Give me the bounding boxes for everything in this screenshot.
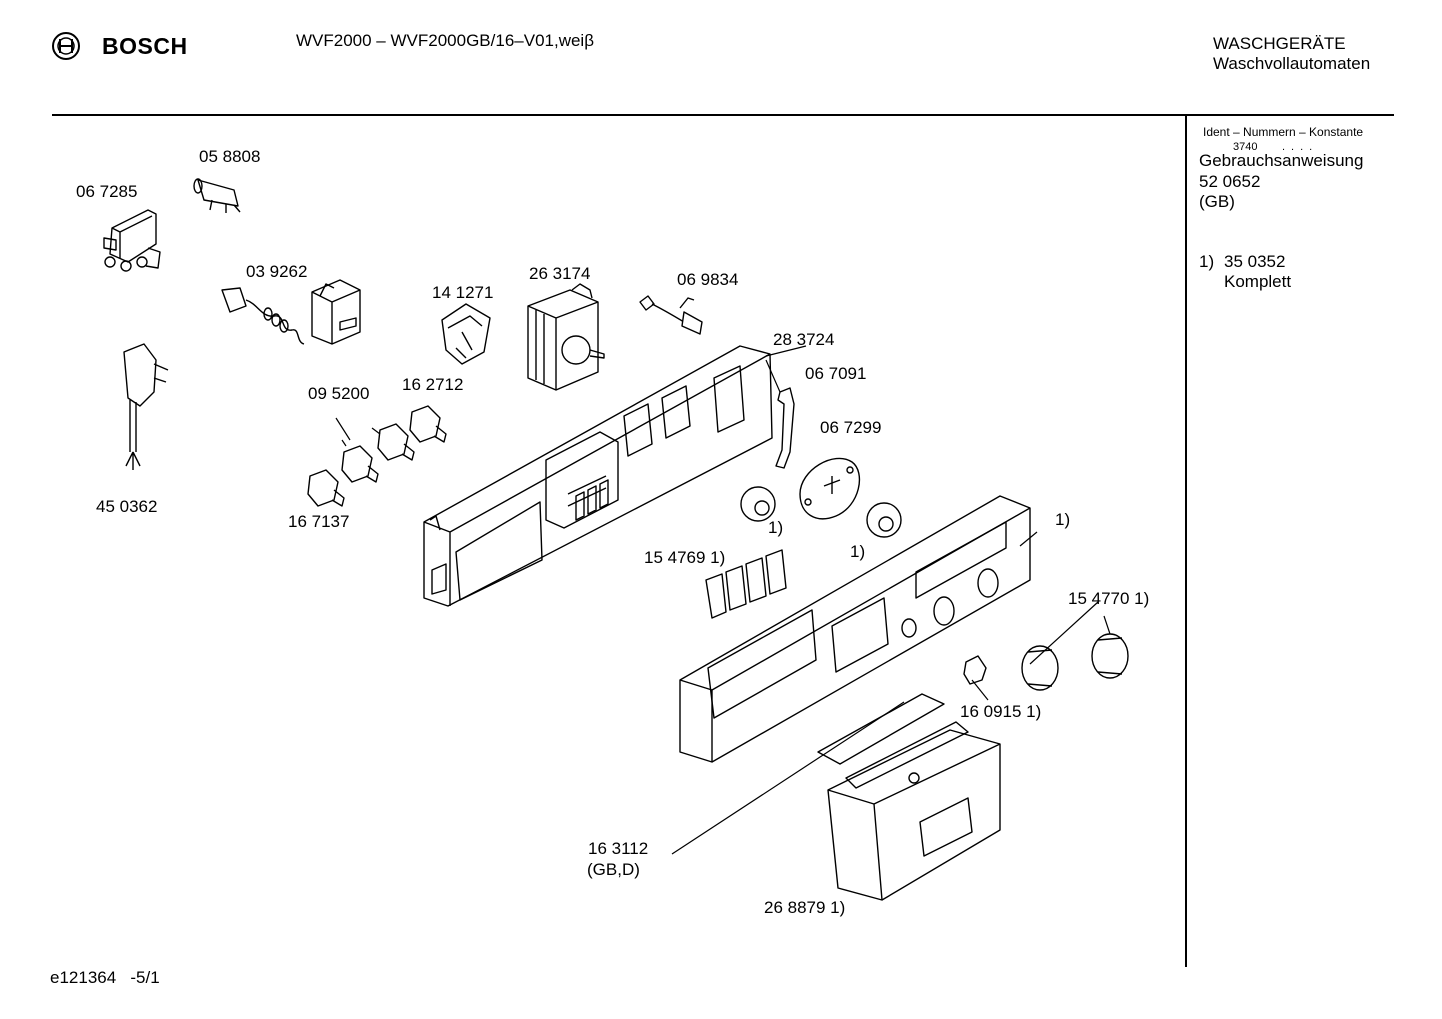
category-title: WASCHGERÄTE <box>1213 34 1346 53</box>
part-label: 14 1271 <box>432 283 494 302</box>
note-text: Komplett <box>1224 272 1292 291</box>
ident-number: 3740 <box>1233 141 1258 153</box>
rod-part <box>775 387 795 469</box>
fascia-part <box>679 495 1031 763</box>
sensor-part <box>639 295 703 335</box>
part-label: 06 9834 <box>677 270 739 289</box>
part-label: 26 3174 <box>529 264 591 283</box>
part-label: 16 2712 <box>402 375 464 394</box>
manual-label: Gebrauchsanweisung <box>1199 151 1364 170</box>
knob-small-part <box>866 502 902 538</box>
brand-name: BOSCH <box>102 32 188 59</box>
knob-large-part <box>1021 645 1059 691</box>
manual-number: 52 0652 <box>1199 172 1261 191</box>
part-note: 1) <box>768 518 784 537</box>
knob-small-part <box>740 486 776 522</box>
part-label: 15 4769 1) <box>644 548 726 567</box>
ident-dots: .... <box>1282 141 1319 153</box>
part-label: 03 9262 <box>246 262 308 281</box>
push-buttons-part <box>705 549 787 619</box>
model-title: WVF2000 – WVF2000GB/16–V01,weiβ <box>296 31 594 50</box>
small-switch-part <box>963 655 987 685</box>
knob-large-part <box>1091 633 1129 679</box>
push-switch-part <box>307 469 345 507</box>
ident-title: Ident – Nummern – Konstante <box>1203 125 1364 139</box>
part-label: 15 4770 1) <box>1068 589 1150 608</box>
part-label: 06 7299 <box>820 418 882 437</box>
push-switch-part <box>341 445 379 483</box>
part-label: 16 3112 <box>588 839 649 858</box>
part-label: 16 7137 <box>288 512 350 531</box>
brand: BOSCH <box>50 30 188 62</box>
note-number: 35 0352 <box>1224 252 1286 271</box>
bosch-logo-icon <box>52 32 80 60</box>
mains-plug-part <box>123 343 169 470</box>
header-divider <box>52 114 1394 116</box>
push-switch-part <box>377 423 415 461</box>
part-label: 45 0362 <box>96 497 158 516</box>
timer-part <box>527 283 605 391</box>
switch-part <box>441 303 491 365</box>
manual-region: (GB) <box>1199 192 1235 211</box>
drawing-code: e121364 -5/1 <box>50 968 160 987</box>
part-label: 06 7091 <box>805 364 867 383</box>
part-label: 28 3724 <box>773 330 835 349</box>
drawer-handle-part <box>827 721 1001 901</box>
push-switch-part <box>409 405 447 443</box>
leader-lines <box>335 345 1111 855</box>
sidebar-divider <box>1185 116 1187 967</box>
part-label: 06 7285 <box>76 182 138 201</box>
panel-frame-part <box>423 345 773 607</box>
capacitor-part <box>193 178 241 213</box>
thermostat-part <box>221 279 361 345</box>
bracket-part <box>103 209 161 272</box>
disc-part <box>799 457 861 520</box>
part-note: 1) <box>1055 510 1071 529</box>
category-subtitle: Waschvollautomaten <box>1213 54 1371 73</box>
part-label: 16 0915 1) <box>960 702 1042 721</box>
part-label: 05 8808 <box>199 147 261 166</box>
part-label: 26 8879 1) <box>764 898 846 917</box>
exploded-parts-diagram <box>103 178 1129 901</box>
note-marker: 1) <box>1199 252 1215 271</box>
part-label: 09 5200 <box>308 384 370 403</box>
part-label: (GB,D) <box>587 860 640 879</box>
part-note: 1) <box>850 542 866 561</box>
